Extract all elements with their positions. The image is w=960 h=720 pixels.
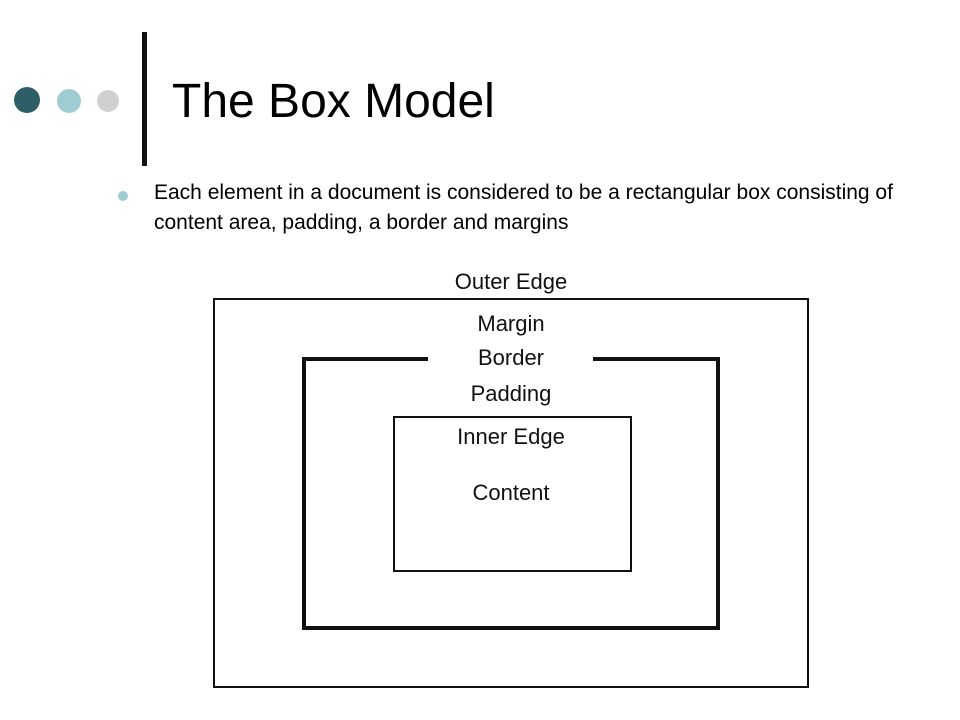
decor-dot-gray: [97, 90, 119, 112]
inner-edge-box: [393, 416, 632, 572]
label-margin: Margin: [477, 311, 544, 336]
label-border: Border: [478, 345, 544, 370]
label-outer-edge: Outer Edge: [455, 269, 568, 294]
label-padding: Padding: [471, 381, 552, 406]
border-box: [302, 357, 720, 630]
label-inner-edge: Inner Edge: [457, 424, 565, 449]
decor-dot-teal: [57, 89, 81, 113]
title-divider: [142, 32, 147, 166]
bullet-icon: [118, 191, 128, 201]
label-content: Content: [472, 480, 549, 505]
decor-dot-dark: [14, 87, 40, 113]
bullet-text: Each element in a document is considered…: [154, 181, 893, 234]
slide-title: The Box Model: [172, 75, 495, 128]
outer-edge-box: [213, 298, 809, 688]
